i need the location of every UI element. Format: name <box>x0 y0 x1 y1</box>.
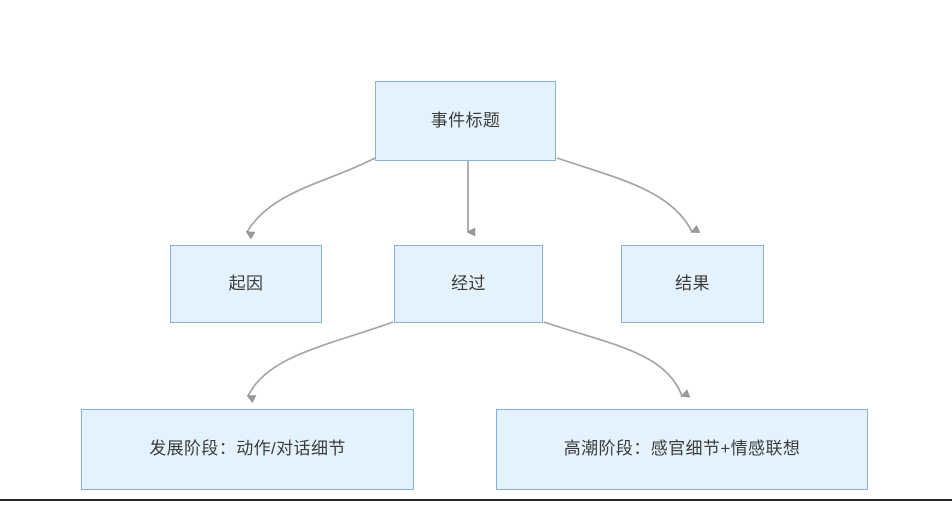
node-climax-stage[interactable]: 高潮阶段：感官细节+情感联想 <box>496 409 868 490</box>
node-process[interactable]: 经过 <box>394 245 543 323</box>
bottom-divider <box>0 499 952 501</box>
node-label: 经过 <box>451 273 486 293</box>
edge-root-to-result <box>556 157 692 232</box>
edge-root-to-cause <box>247 157 376 232</box>
node-cause[interactable]: 起因 <box>170 245 322 323</box>
node-label: 高潮阶段：感官细节+情感联想 <box>563 439 801 459</box>
edge-proc-to-dev <box>248 321 394 396</box>
node-label: 发展阶段：动作/对话细节 <box>149 439 346 459</box>
node-development-stage[interactable]: 发展阶段：动作/对话细节 <box>81 409 414 490</box>
node-label: 结果 <box>675 273 710 293</box>
node-label: 事件标题 <box>430 110 501 130</box>
edge-proc-to-climax <box>543 321 682 396</box>
node-label: 起因 <box>228 273 264 293</box>
node-event-title[interactable]: 事件标题 <box>375 81 556 161</box>
node-result[interactable]: 结果 <box>621 245 764 323</box>
